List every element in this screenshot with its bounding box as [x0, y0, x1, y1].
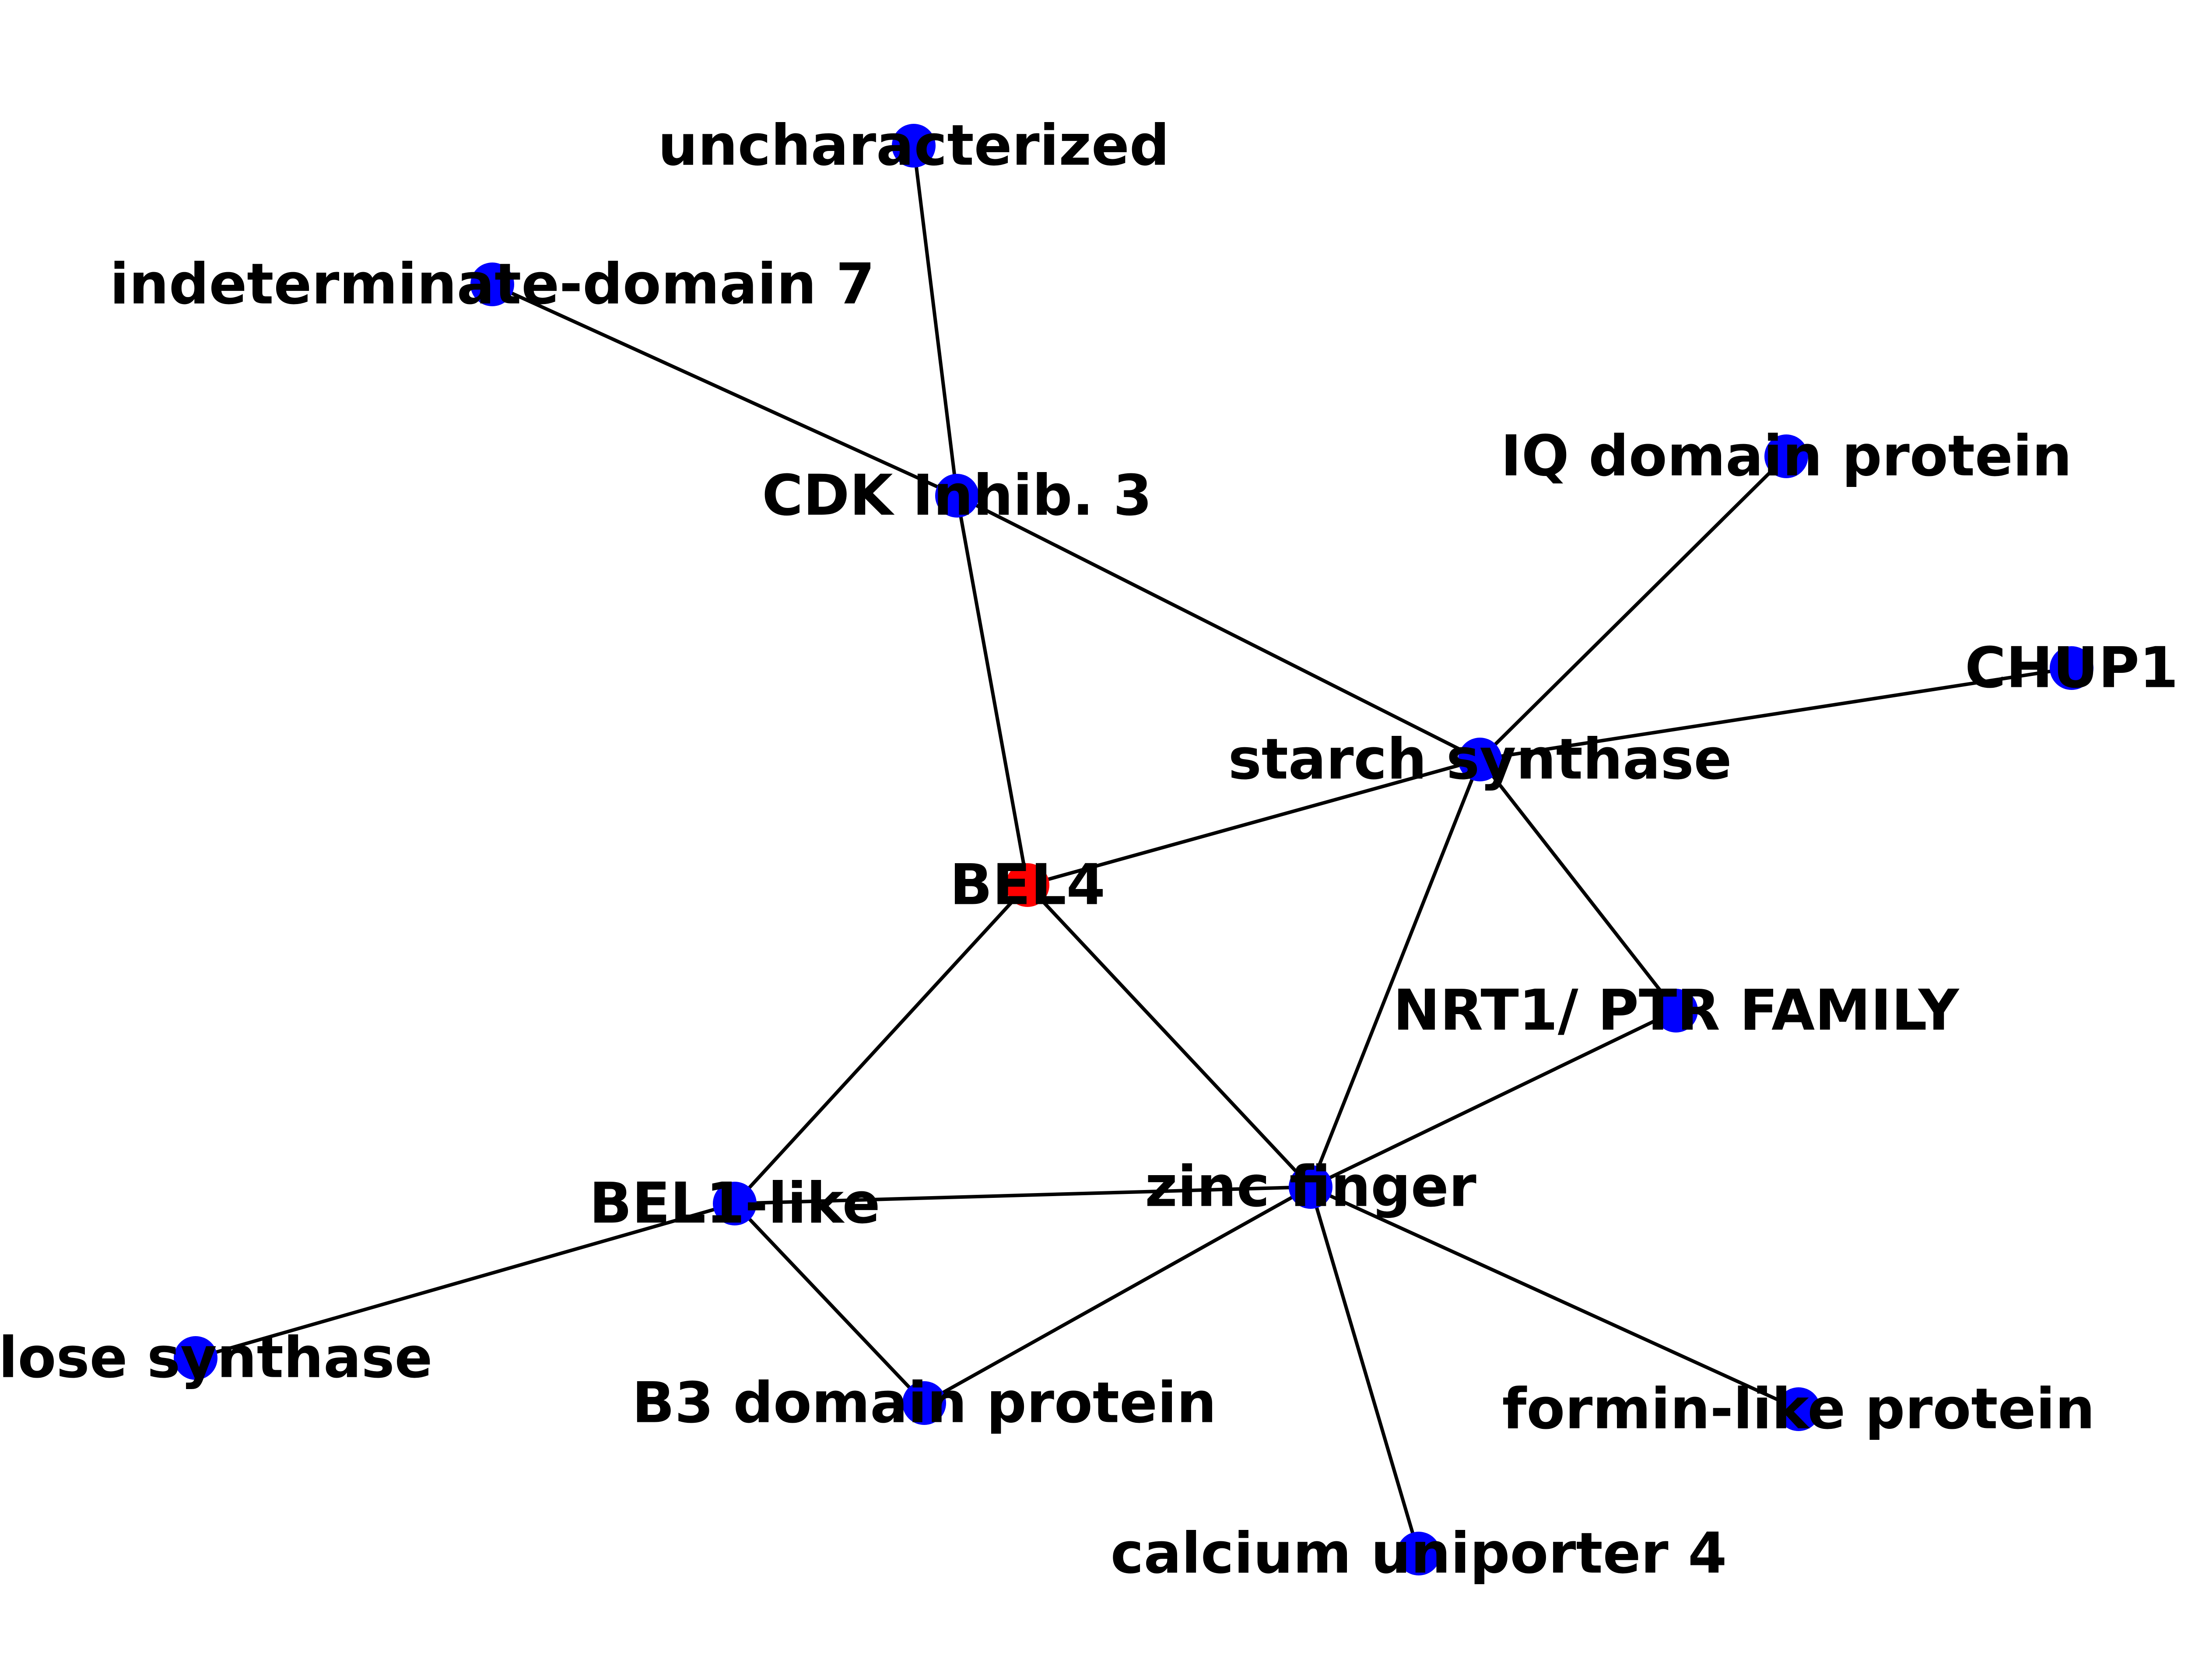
node-label-BEL4: BEL4 — [950, 853, 1105, 918]
edge-iq-starch — [1479, 455, 1788, 761]
node-zinc — [1289, 1165, 1332, 1209]
node-label-nrt1: NRT1/ PTR FAMILY — [1393, 978, 1960, 1043]
node-label-formin: formin-like protein — [1502, 1377, 2095, 1442]
nodes-layer — [174, 124, 2093, 1575]
edge-bel1-zinc — [734, 1185, 1311, 1205]
node-calcium — [1397, 1532, 1441, 1575]
node-idd7 — [470, 262, 514, 306]
node-cellulose — [174, 1336, 217, 1380]
labels-layer: BEL4 uncharacterized indeterminate-domain … — [0, 113, 2178, 1586]
node-b3 — [902, 1381, 946, 1425]
edge-zinc-b3 — [923, 1185, 1311, 1405]
edge-uncharacterized-cdk — [912, 145, 959, 496]
node-label-uncharacterized: uncharacterized — [658, 113, 1170, 178]
node-label-calcium: calcium uniporter 4 — [1111, 1521, 1727, 1586]
edge-BEL4-bel1 — [733, 884, 1029, 1205]
edge-bel1-cellulose — [195, 1202, 736, 1360]
node-BEL4 — [1006, 863, 1049, 907]
edge-chup1-starch — [1480, 666, 2072, 761]
edge-starch-zinc — [1309, 759, 1482, 1188]
node-label-cdk: CDK Inhib. 3 — [762, 463, 1152, 528]
node-iq — [1764, 434, 1808, 478]
node-bel1 — [713, 1182, 757, 1225]
edge-zinc-formin — [1310, 1185, 1799, 1411]
edge-cdk-BEL4 — [955, 495, 1029, 886]
node-label-zinc: zinc finger — [1145, 1155, 1476, 1220]
edge-idd7-cdk — [491, 283, 958, 497]
node-starch — [1458, 738, 1502, 781]
node-chup1 — [2050, 646, 2093, 690]
node-label-bel1: BEL1-like — [589, 1171, 880, 1236]
node-label-starch: starch synthase — [1228, 727, 1732, 792]
node-label-chup1: CHUP1 — [1965, 636, 2178, 701]
node-label-cellulose: ulose synthase — [0, 1326, 432, 1391]
edge-zinc-calcium — [1309, 1186, 1420, 1554]
edge-BEL4-zinc — [1026, 884, 1312, 1188]
node-formin — [1777, 1387, 1820, 1431]
node-nrt1 — [1654, 989, 1698, 1032]
node-cdk — [935, 474, 979, 518]
node-uncharacterized — [892, 124, 936, 168]
edge-starch-nrt1 — [1478, 758, 1678, 1012]
edge-bel1-b3 — [733, 1202, 926, 1404]
edge-starch-BEL4 — [1027, 758, 1481, 887]
edge-nrt1-zinc — [1310, 1009, 1677, 1189]
edge-cdk-starch — [956, 494, 1481, 761]
edges-layer — [195, 145, 2072, 1554]
node-label-iq: IQ domain protein — [1501, 424, 2072, 489]
node-label-b3: B3 domain protein — [632, 1371, 1217, 1436]
node-label-idd7: indeterminate-domain 7 — [110, 252, 875, 317]
